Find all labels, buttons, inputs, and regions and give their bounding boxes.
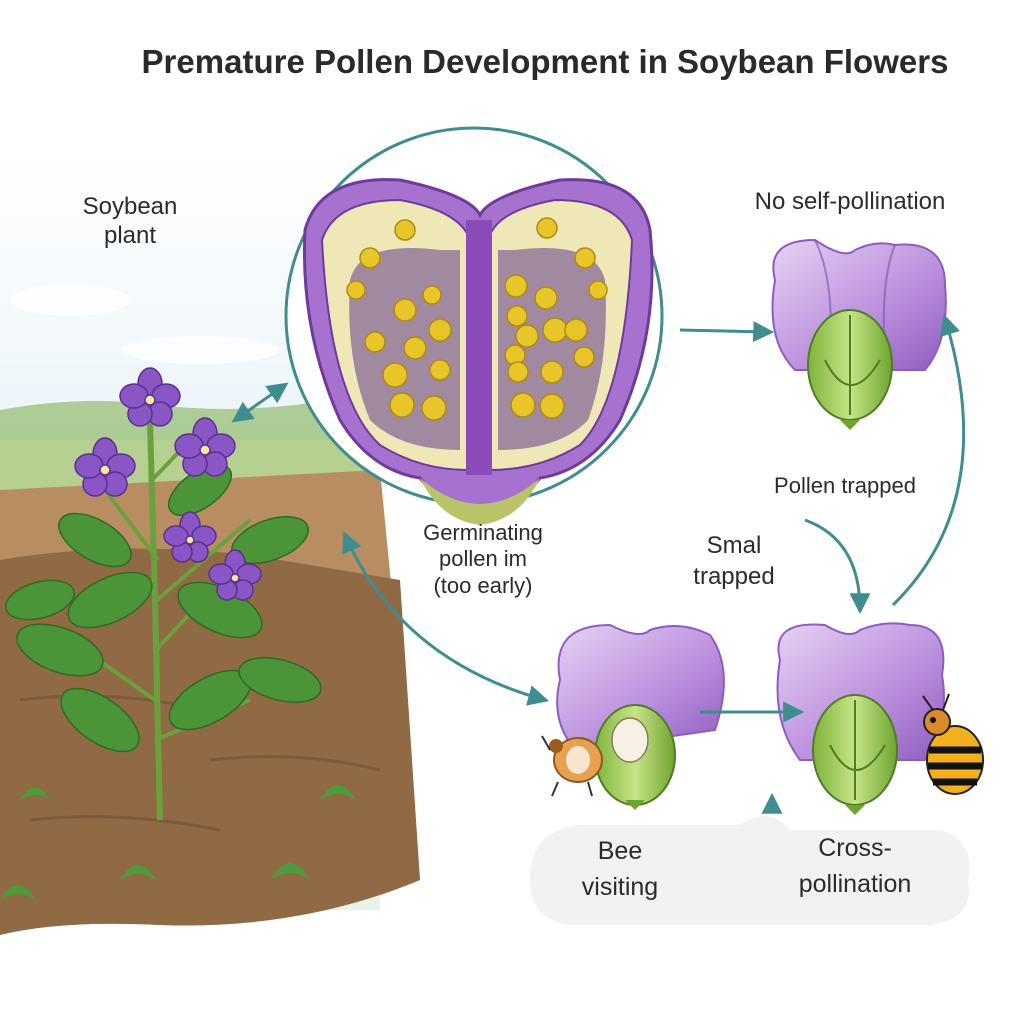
label-germinating-line1: Germinating	[423, 520, 543, 545]
label-pollen-trapped: Pollen trapped	[774, 473, 916, 498]
arrow-anther-to-flower	[679, 321, 775, 343]
arrows	[231, 313, 966, 814]
label-bubble	[530, 816, 970, 925]
label-cross-pollination: Cross- pollination	[760, 830, 950, 903]
label-germinating-line3: (too early)	[433, 572, 533, 598]
bee-icon-left	[541, 735, 603, 797]
label-bee-visiting: Bee visiting	[545, 833, 695, 906]
label-small-line1: Smal	[706, 532, 762, 559]
label-germinating-line2: pollen im	[438, 546, 528, 572]
label-small-line2: trapped	[693, 563, 775, 591]
arrow-plant-to-anther	[231, 382, 289, 423]
seedlings	[0, 780, 356, 900]
label-germinating-pollen: Germinating pollen im (too early)	[398, 520, 568, 599]
label-soybean-line2: plant	[103, 221, 157, 249]
arrow-curve-left	[342, 531, 550, 706]
soybean-plant-illustration	[5, 367, 322, 821]
anther-cross-section	[284, 126, 664, 525]
closed-flower-top	[771, 238, 947, 430]
label-no-self-pollination: No self-pollination	[754, 188, 946, 215]
label-soybean-plant: Soybean plant	[60, 193, 200, 251]
page-title: Premature Pollen Development in Soybean …	[141, 43, 949, 80]
label-small-trapped: Smal trapped	[664, 530, 804, 592]
bee-icon-right	[922, 693, 984, 795]
label-cross-line2: pollination	[798, 870, 912, 899]
visited-flower	[556, 623, 725, 810]
cross-pollinated-flower	[776, 622, 945, 815]
label-bee-line1: Bee	[597, 837, 643, 865]
arrow-cross-to-top	[891, 313, 966, 607]
label-bee-line2: visiting	[581, 873, 659, 902]
label-soybean-line1: Soybean	[82, 193, 178, 220]
label-cross-line1: Cross-	[818, 834, 892, 862]
arrow-trapped-down	[804, 518, 871, 615]
